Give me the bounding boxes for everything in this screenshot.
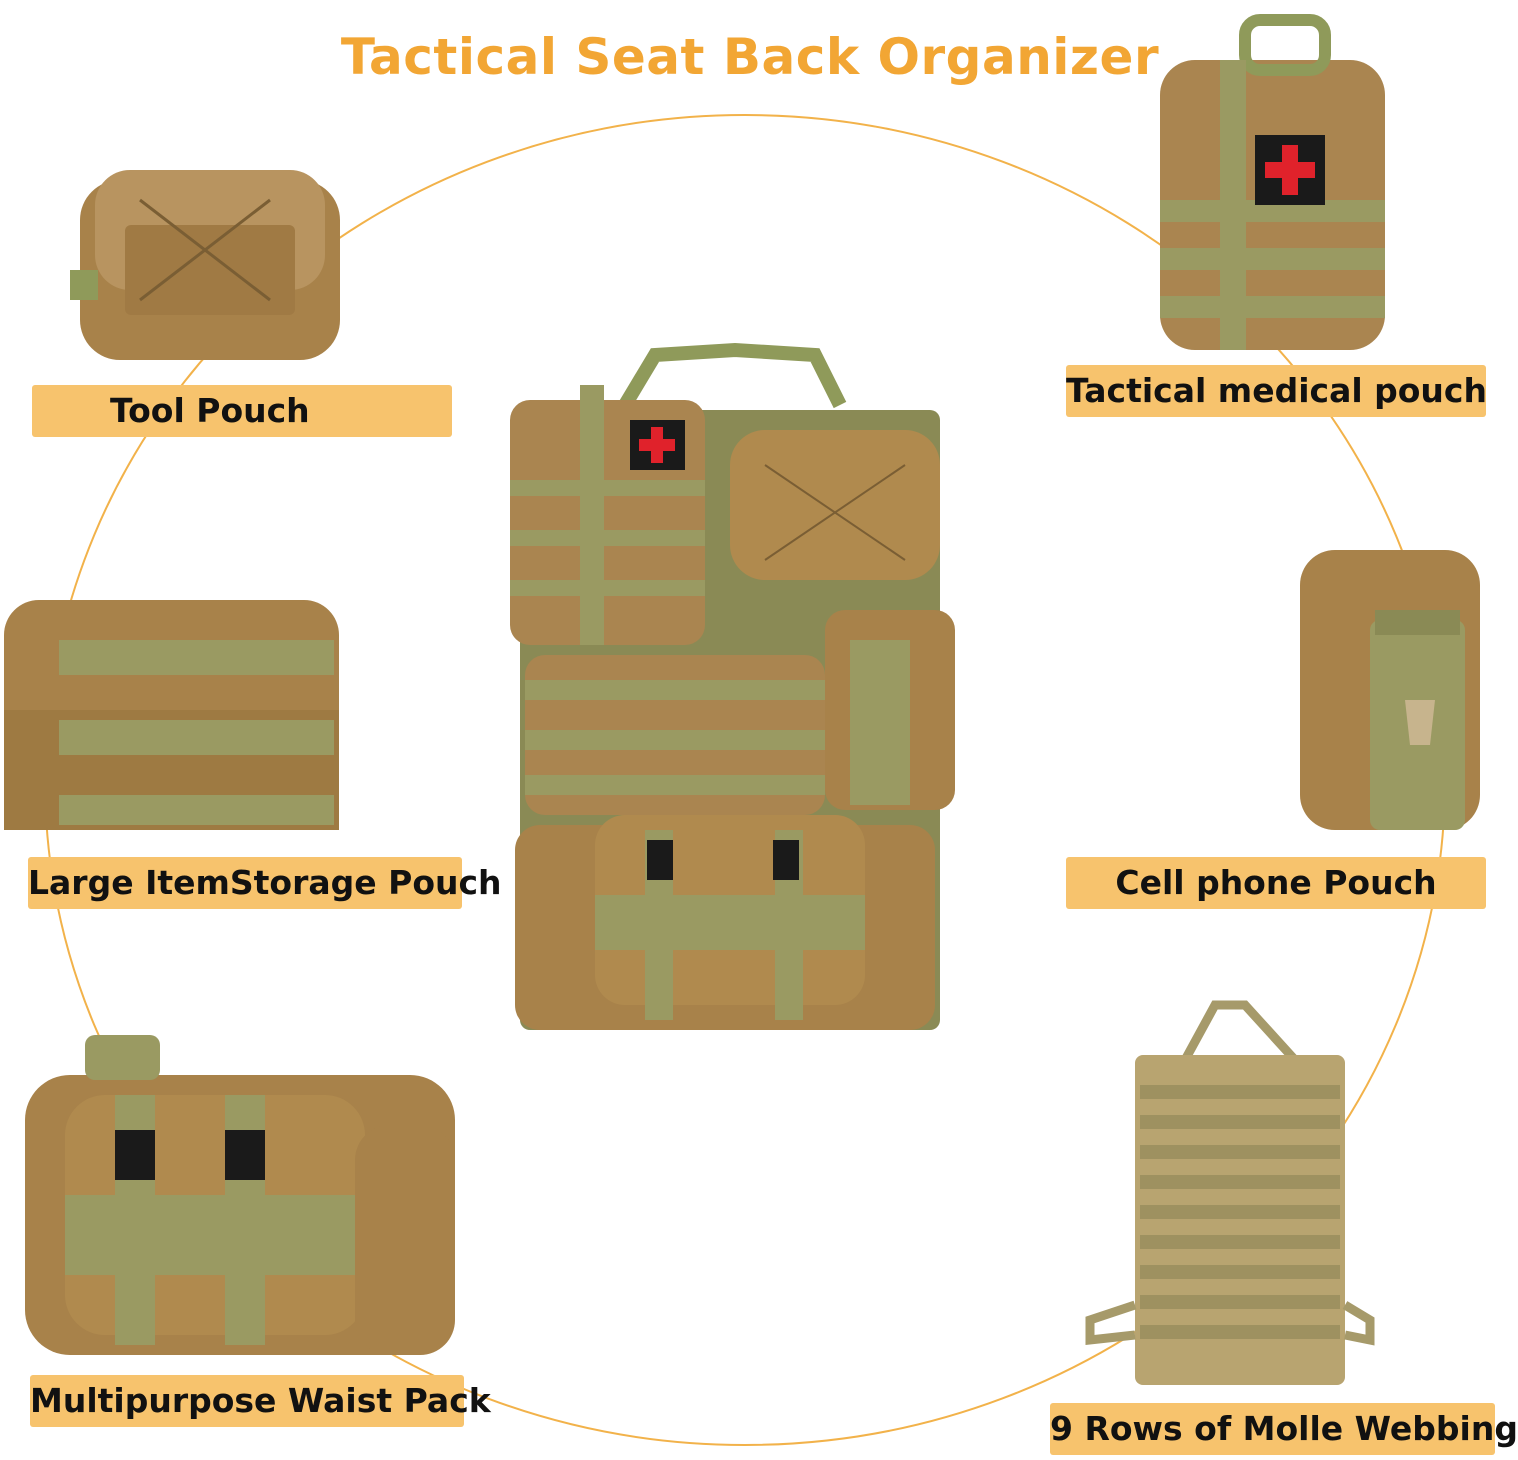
tool-pouch-image — [70, 150, 350, 370]
label-molle-webbing: 9 Rows of Molle Webbing — [1050, 1403, 1518, 1455]
label-phone-pouch: Cell phone Pouch — [1066, 857, 1486, 909]
phone-pouch-image — [1295, 540, 1485, 835]
organizer-main-image — [505, 335, 955, 1040]
label-waist-pack: Multipurpose Waist Pack — [30, 1375, 491, 1427]
storage-pouch-image — [4, 580, 344, 835]
medical-pouch-image — [1150, 14, 1395, 355]
label-storage-pouch: Large ItemStorage Pouch — [28, 857, 502, 909]
page-title: Tactical Seat Back Organizer — [340, 28, 1160, 86]
label-tool-pouch: Tool Pouch — [32, 385, 452, 437]
label-medical-pouch: Tactical medical pouch — [1066, 365, 1487, 417]
molle-panel-image — [1085, 995, 1375, 1390]
waist-pack-image — [25, 1035, 460, 1360]
